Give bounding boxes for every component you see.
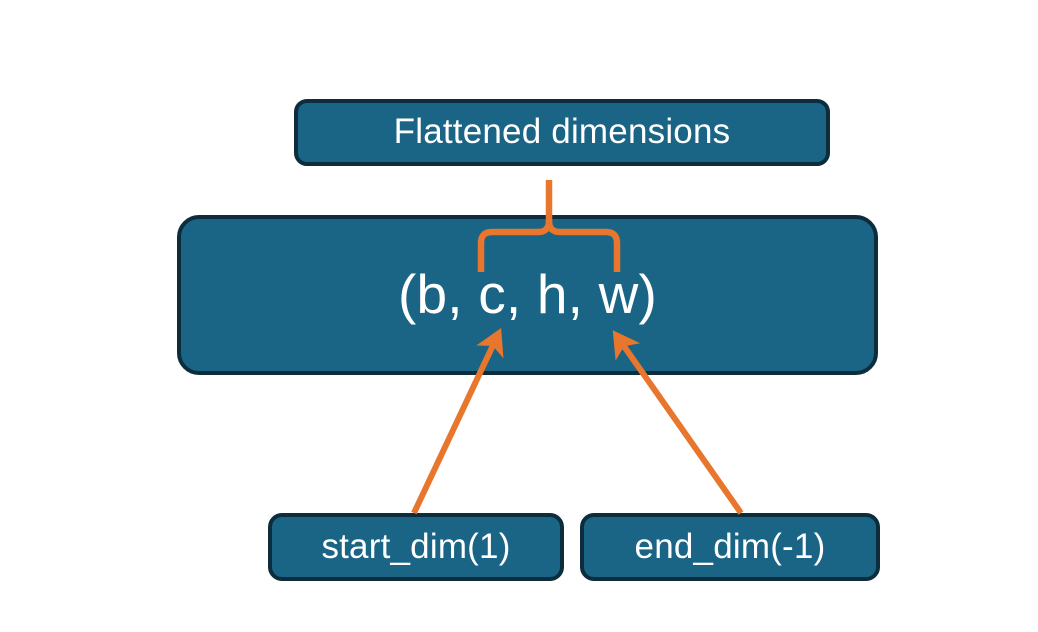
node-start-dim-label: start_dim(1) (321, 526, 511, 566)
node-shape-tuple-label: (b, c, h, w) (397, 263, 658, 326)
node-end-dim[interactable]: end_dim(-1) (580, 513, 880, 581)
node-shape-tuple[interactable]: (b, c, h, w) (177, 215, 878, 375)
node-start-dim[interactable]: start_dim(1) (268, 513, 564, 581)
node-flattened-dimensions-label: Flattened dimensions (393, 112, 731, 152)
node-flattened-dimensions[interactable]: Flattened dimensions (294, 99, 830, 166)
node-end-dim-label: end_dim(-1) (634, 526, 826, 566)
